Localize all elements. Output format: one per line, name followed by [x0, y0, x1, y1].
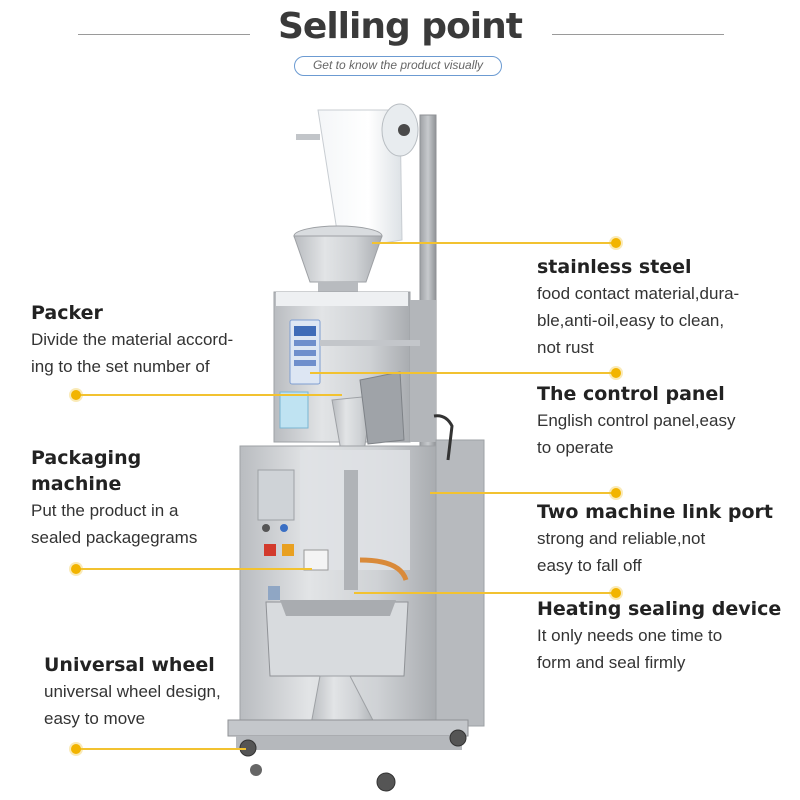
feature-universal-wheel: Universal wheel universal wheel design, … [44, 652, 221, 732]
feature-desc-line: food contact material,dura- [537, 284, 740, 303]
guide-line-packer [76, 394, 342, 396]
feature-title: stainless steel [537, 256, 692, 278]
guide-dot-packer [71, 390, 81, 400]
feature-title: Packer [31, 302, 103, 324]
page-title: Selling point [278, 6, 523, 47]
guide-line-packaging [76, 568, 312, 570]
page-subtitle: Get to know the product visually [294, 56, 502, 76]
feature-title: The control panel [537, 383, 725, 405]
feature-desc-line: ble,anti-oil,easy to clean, [537, 311, 725, 330]
universal-wheels [239, 729, 467, 792]
header-rule-right [552, 34, 724, 35]
feature-desc-line: strong and reliable,not [537, 529, 706, 548]
feature-desc-line: form and seal firmly [537, 653, 686, 672]
guide-dot-link [611, 488, 621, 498]
guide-dot-wheel [71, 744, 81, 754]
film-roll [296, 103, 419, 251]
feature-desc-line: English control panel,easy [537, 411, 736, 430]
guide-line-heating [354, 592, 616, 594]
feature-desc-line: Put the product in a [31, 501, 179, 520]
feature-desc-line: easy to fall off [537, 556, 642, 575]
feature-title: Two machine link port [537, 501, 773, 523]
guide-line-control [310, 372, 616, 374]
feature-packer: Packer Divide the material accord- ing t… [31, 300, 233, 380]
guide-dot-control [611, 368, 621, 378]
feature-title: Universal wheel [44, 654, 215, 676]
guide-dot-packaging [71, 564, 81, 574]
feature-desc-line: It only needs one time to [537, 626, 723, 645]
feature-packaging-machine: Packaging machine Put the product in a s… [31, 445, 197, 551]
feature-desc-line: Divide the material accord- [31, 330, 234, 349]
feature-desc-line: not rust [537, 338, 594, 357]
feature-title: Packaging [31, 447, 142, 469]
feature-heating-sealing: Heating sealing device It only needs one… [537, 596, 781, 676]
guide-dot-stainless [611, 238, 621, 248]
guide-dot-heating [611, 588, 621, 598]
feature-desc-line: universal wheel design, [44, 682, 221, 701]
feature-title: machine [31, 473, 122, 495]
feature-desc-line: easy to move [44, 709, 146, 728]
feature-stainless-steel: stainless steel food contact material,du… [537, 254, 739, 361]
guide-line-wheel [76, 748, 246, 750]
feature-title: Heating sealing device [537, 598, 782, 620]
base-frame [227, 719, 469, 750]
guide-line-link [430, 492, 616, 494]
header-rule-left [78, 34, 250, 35]
feature-desc-line: sealed packagegrams [31, 528, 198, 547]
guide-line-stainless [372, 242, 616, 244]
feature-control-panel: The control panel English control panel,… [537, 381, 735, 461]
hopper [293, 225, 383, 294]
feature-desc-line: to operate [537, 438, 614, 457]
lower-cabinet [239, 439, 485, 731]
feature-link-port: Two machine link port strong and reliabl… [537, 499, 773, 579]
feature-desc-line: ing to the set number of [31, 357, 210, 376]
